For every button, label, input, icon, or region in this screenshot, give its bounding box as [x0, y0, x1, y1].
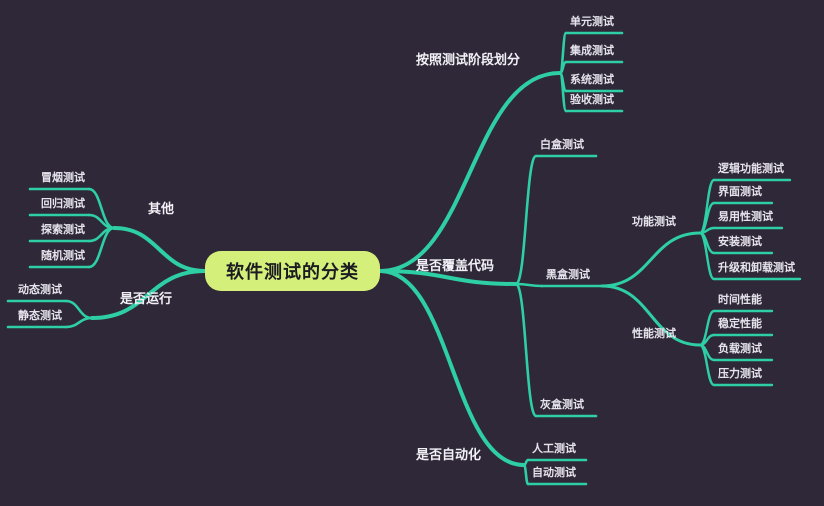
node-stage-1[interactable]: 集成测试	[570, 46, 614, 57]
node-performance-3-text: 压力测试	[718, 368, 762, 380]
node-other-0[interactable]: 冒烟测试	[41, 173, 85, 184]
connector	[64, 299, 94, 320]
connector	[600, 284, 702, 347]
node-other-2-text: 探索测试	[41, 224, 85, 236]
branch-label-other-text: 其他	[147, 201, 175, 216]
node-other-3[interactable]: 随机测试	[41, 251, 85, 262]
connector	[514, 282, 544, 288]
connector	[64, 316, 94, 329]
node-functional-1-text: 界面测试	[718, 186, 762, 198]
node-functional-0-text: 逻辑功能测试	[718, 163, 784, 175]
subbranch-label-functional-text: 功能测试	[632, 216, 676, 228]
branch-label-coverage-text: 是否覆盖代码	[416, 258, 495, 273]
node-runtime-0[interactable]: 动态测试	[18, 285, 62, 296]
node-runtime-0-text: 动态测试	[18, 284, 62, 296]
node-automation-1-text: 自动测试	[532, 467, 576, 479]
node-runtime-1-text: 静态测试	[18, 310, 62, 322]
node-automation-1[interactable]: 自动测试	[532, 468, 576, 479]
connector	[378, 269, 518, 286]
node-functional-4[interactable]: 升级和卸载测试	[718, 263, 795, 274]
node-stage-2-text: 系统测试	[570, 74, 614, 86]
node-automation-0[interactable]: 人工测试	[532, 444, 576, 455]
connector	[378, 71, 562, 273]
branch-label-coverage[interactable]: 是否覆盖代码	[416, 259, 494, 272]
node-performance-2[interactable]: 负载测试	[718, 344, 762, 355]
node-stage-1-text: 集成测试	[570, 45, 614, 57]
node-other-2[interactable]: 探索测试	[41, 225, 85, 236]
connector	[698, 333, 716, 347]
connector	[90, 269, 207, 320]
node-functional-1[interactable]: 界面测试	[718, 187, 762, 198]
connector	[558, 71, 568, 113]
node-stage-0[interactable]: 单元测试	[570, 17, 614, 28]
connector	[514, 282, 538, 418]
node-other-0-text: 冒烟测试	[41, 172, 85, 184]
node-functional-0[interactable]: 逻辑功能测试	[718, 164, 784, 175]
node-runtime-1[interactable]: 静态测试	[18, 311, 62, 322]
node-performance-1-text: 稳定性能	[718, 318, 762, 330]
node-other-1[interactable]: 回归测试	[41, 199, 85, 210]
node-coverage-0[interactable]: 白盒测试	[540, 140, 584, 151]
branch-label-other[interactable]: 其他	[148, 202, 174, 215]
node-performance-0[interactable]: 时间性能	[718, 295, 762, 306]
branch-label-runtime[interactable]: 是否运行	[120, 292, 172, 305]
node-stage-3-text: 验收测试	[570, 94, 614, 106]
node-functional-3[interactable]: 安装测试	[718, 237, 762, 248]
branch-label-stage-text: 按照测试阶段划分	[416, 52, 521, 67]
node-automation-0-text: 人工测试	[532, 443, 576, 455]
node-performance-0-text: 时间性能	[718, 294, 762, 306]
node-other-3-text: 随机测试	[41, 250, 85, 262]
node-other-1-text: 回归测试	[41, 198, 85, 210]
branch-label-stage[interactable]: 按照测试阶段划分	[416, 53, 520, 66]
connector	[378, 269, 526, 467]
connector	[112, 226, 207, 273]
node-coverage-2-text: 灰盒测试	[540, 399, 584, 411]
node-performance-3[interactable]: 压力测试	[718, 369, 762, 380]
node-functional-4-text: 升级和卸载测试	[718, 262, 795, 274]
node-performance-1[interactable]: 稳定性能	[718, 319, 762, 330]
node-functional-3-text: 安装测试	[718, 236, 762, 248]
node-performance-2-text: 负载测试	[718, 343, 762, 355]
connector	[514, 154, 538, 286]
connector	[698, 343, 716, 387]
subbranch-label-performance-text: 性能测试	[632, 328, 676, 340]
subbranch-label-performance[interactable]: 性能测试	[632, 329, 676, 340]
node-stage-2[interactable]: 系统测试	[570, 75, 614, 86]
connector	[87, 226, 116, 269]
subbranch-label-functional[interactable]: 功能测试	[632, 217, 676, 228]
connector	[600, 231, 702, 288]
node-coverage-1-text: 黑盒测试	[546, 269, 590, 281]
node-stage-0-text: 单元测试	[570, 16, 614, 28]
connector	[698, 178, 716, 235]
connector	[698, 231, 716, 281]
branch-label-automation[interactable]: 是否自动化	[416, 448, 481, 461]
node-functional-2[interactable]: 易用性测试	[718, 212, 773, 223]
connector	[522, 463, 530, 486]
node-coverage-1[interactable]: 黑盒测试	[546, 270, 590, 281]
branch-label-runtime-text: 是否运行	[119, 291, 173, 306]
root-node[interactable]: 软件测试的分类	[205, 251, 380, 291]
branch-label-automation-text: 是否自动化	[416, 447, 482, 462]
node-coverage-2[interactable]: 灰盒测试	[540, 400, 584, 411]
node-coverage-0-text: 白盒测试	[540, 139, 584, 151]
root-node-label: 软件测试的分类	[226, 262, 359, 282]
node-stage-3[interactable]: 验收测试	[570, 95, 614, 106]
node-functional-2-text: 易用性测试	[718, 211, 773, 223]
